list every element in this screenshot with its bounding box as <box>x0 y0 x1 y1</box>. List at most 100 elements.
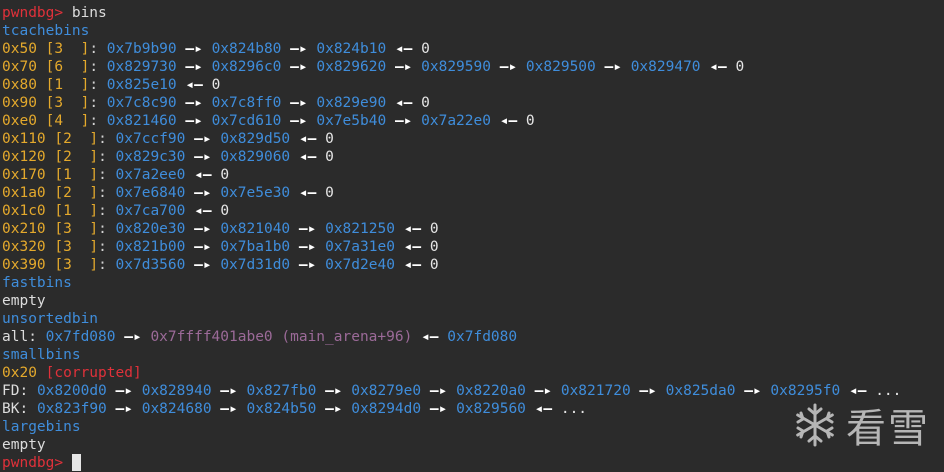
bin-count-bracket: ] <box>89 167 99 183</box>
arrow-right-icon: —▸ <box>394 113 413 129</box>
tcache-row: 0x110 [2 ]: 0x7ccf90 —▸ 0x829d50 ◂— 0 <box>2 131 334 147</box>
arrow-right-icon: —▸ <box>185 59 203 75</box>
chunk-address: 0x7d31d0 <box>220 257 291 273</box>
arrow-right-icon: —▸ <box>185 113 203 129</box>
tcachebins-header: tcachebins <box>2 23 90 39</box>
chunk-address: 0x824680 <box>141 401 212 417</box>
arrow-left-icon: ◂— <box>194 203 212 219</box>
bin-count: 6 <box>54 59 64 75</box>
arrow-left-icon: ◂— <box>421 329 439 345</box>
arrow-right-icon: —▸ <box>394 59 413 75</box>
arrow-right-icon: —▸ <box>298 239 317 255</box>
tcache-row: 0x320 [3 ]: 0x821b00 —▸ 0x7ba1b0 —▸ 0x7a… <box>2 239 439 255</box>
arrow-right-icon: —▸ <box>220 383 238 399</box>
arrow-right-icon: —▸ <box>194 257 212 273</box>
bin-count: 2 <box>63 131 72 147</box>
tcache-row: 0x50 [3 ]: 0x7b9b90 —▸ 0x824b80 —▸ 0x824… <box>2 41 430 57</box>
chain-terminator: 0 <box>325 185 334 201</box>
smallbins-header: smallbins <box>2 347 81 363</box>
section-header: largebins <box>2 418 944 436</box>
bin-size: 0x70 <box>2 59 37 75</box>
prompt: pwndbg> <box>2 455 64 471</box>
chain-terminator: 0 <box>525 113 535 129</box>
bin-count-bracket: [ <box>45 41 55 57</box>
chain-terminator: 0 <box>429 257 439 273</box>
bin-count: 1 <box>63 203 72 219</box>
arrow-right-icon: —▸ <box>290 59 308 75</box>
chain-terminator: 0 <box>735 59 745 75</box>
arrow-right-icon: —▸ <box>499 59 518 75</box>
bin-size: 0x1a0 <box>2 185 46 201</box>
tcache-row: 0x210 [3 ]: 0x820e30 —▸ 0x821040 —▸ 0x82… <box>2 221 439 237</box>
bin-count: 1 <box>54 77 64 93</box>
arrow-left-icon: ◂— <box>298 185 317 201</box>
bin-size: 0x390 <box>2 257 46 273</box>
bin-count-bracket: ] <box>89 257 99 273</box>
bin-size: 0xe0 <box>2 113 37 129</box>
corrupted-flag: [corrupted] <box>45 365 142 381</box>
chunk-address: 0x7c8ff0 <box>211 95 282 111</box>
bk-row: BK: 0x823f90 —▸ 0x824680 —▸ 0x824b50 —▸ … <box>2 400 944 418</box>
arrow-left-icon: ◂— <box>185 77 203 93</box>
arrow-right-icon: —▸ <box>639 383 657 399</box>
arrow-right-icon: —▸ <box>194 149 212 165</box>
arrow-left-icon: ◂— <box>403 257 422 273</box>
bin-size: 0x170 <box>2 167 46 183</box>
tcache-row: 0x120 [2 ]: 0x829c30 —▸ 0x829060 ◂— 0 <box>2 149 334 165</box>
arrow-right-icon: —▸ <box>298 221 317 237</box>
arrow-left-icon: ◂— <box>394 95 413 111</box>
chain-ellipsis: ... <box>560 401 588 417</box>
arrow-right-icon: —▸ <box>194 131 212 147</box>
chunk-address: 0x829620 <box>316 59 387 75</box>
bin-count-bracket: [ <box>54 203 64 219</box>
bin-count: 3 <box>63 239 72 255</box>
chain-terminator: 0 <box>220 203 230 219</box>
tcache-row: 0x1c0 [1 ]: 0x7ca700 ◂— 0 <box>2 203 230 219</box>
chain-ellipsis: ... <box>875 383 902 399</box>
bin-size: 0x120 <box>2 149 46 165</box>
arrow-right-icon: —▸ <box>124 329 142 345</box>
chain-terminator: 0 <box>325 149 334 165</box>
bin-count-bracket: [ <box>54 239 64 255</box>
arrow-left-icon: ◂— <box>403 221 422 237</box>
chunk-address: 0x825da0 <box>665 383 736 399</box>
unsortedbin-header: unsortedbin <box>2 311 99 327</box>
chunk-address: 0x829c30 <box>115 149 186 165</box>
terminal-cursor[interactable] <box>71 454 81 471</box>
arrow-left-icon: ◂— <box>394 41 413 57</box>
bin-size: 0x210 <box>2 221 46 237</box>
fastbins-empty: empty <box>2 293 46 309</box>
chunk-address: 0x821250 <box>325 221 395 237</box>
chunk-address: 0x829d50 <box>220 131 291 147</box>
chunk-address: 0x827fb0 <box>246 383 317 399</box>
chunk-address: 0x829060 <box>220 149 291 165</box>
watermark: 看雪 <box>792 396 930 454</box>
section-header: smallbins <box>2 346 944 364</box>
arrow-left-icon: ◂— <box>194 167 212 183</box>
prompt-line: pwndbg> <box>2 454 944 472</box>
bin-size: 0x50 <box>2 41 37 57</box>
bin-count-bracket: [ <box>45 77 55 93</box>
arrow-left-icon: ◂— <box>499 113 518 129</box>
bin-count-bracket: [ <box>54 131 64 147</box>
tcache-row: 0x80 [1 ]: 0x825e10 ◂— 0 <box>2 77 221 93</box>
chunk-address: 0x8279e0 <box>351 383 422 399</box>
chunk-address: 0x829e90 <box>316 95 387 111</box>
snowflake-icon <box>796 403 834 447</box>
chunk-address: 0x7cd610 <box>211 113 282 129</box>
bin-count-bracket: ] <box>80 95 90 111</box>
bin-count-bracket: [ <box>45 59 55 75</box>
chunk-address: 0x821720 <box>560 383 631 399</box>
arrow-right-icon: —▸ <box>290 41 308 57</box>
chain-terminator: 0 <box>220 167 230 183</box>
arrow-right-icon: —▸ <box>194 221 212 237</box>
chunk-address: 0x829500 <box>525 59 596 75</box>
chunk-address: 0x828940 <box>141 383 212 399</box>
chunk-address: 0x8200d0 <box>36 383 107 399</box>
bin-count-bracket: ] <box>89 239 99 255</box>
bin-count-bracket: [ <box>54 149 64 165</box>
bk-label: BK: <box>2 401 29 417</box>
bin-count-bracket: [ <box>45 113 55 129</box>
bin-count-bracket: [ <box>45 95 55 111</box>
